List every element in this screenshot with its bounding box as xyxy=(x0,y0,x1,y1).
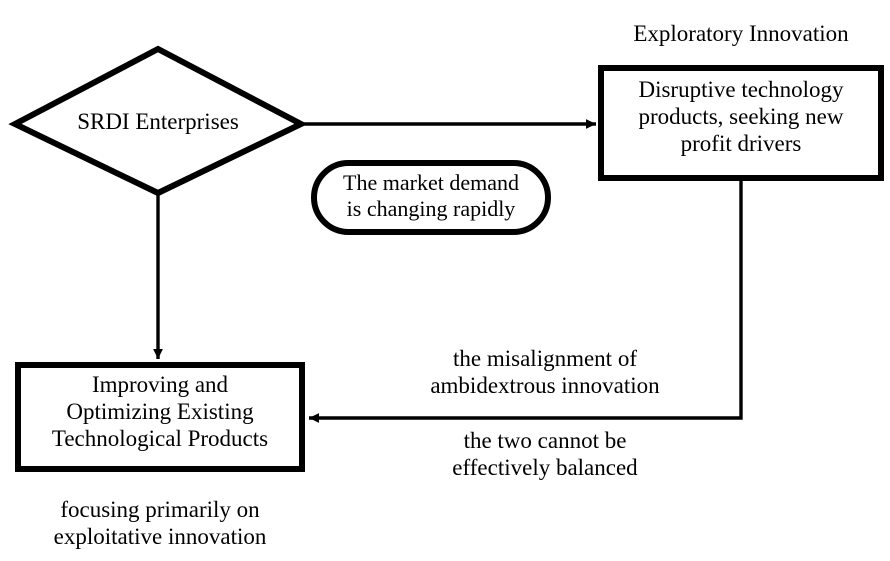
decision-diamond-label: SRDI Enterprises xyxy=(77,109,239,134)
market-note-stadium xyxy=(311,160,551,235)
exploitative-box xyxy=(15,362,305,472)
exploratory-caption-label: Exploratory Innovation xyxy=(633,21,849,46)
market-note-label: The market demand is changing rapidly xyxy=(343,170,519,221)
exploratory-box xyxy=(598,65,884,181)
edge-label-misalignment: the misalignment of ambidextrous innovat… xyxy=(430,346,660,399)
exploratory-box-label: Disruptive technology products, seeking … xyxy=(638,77,844,157)
exploitative-caption-label: focusing primarily on exploitative innov… xyxy=(53,497,267,550)
edge-label-imbalance: the two cannot be effectively balanced xyxy=(452,428,638,481)
connector-feedback-misalignment xyxy=(309,178,743,423)
exploitative-box-label: Improving and Optimizing Existing Techno… xyxy=(51,372,269,452)
